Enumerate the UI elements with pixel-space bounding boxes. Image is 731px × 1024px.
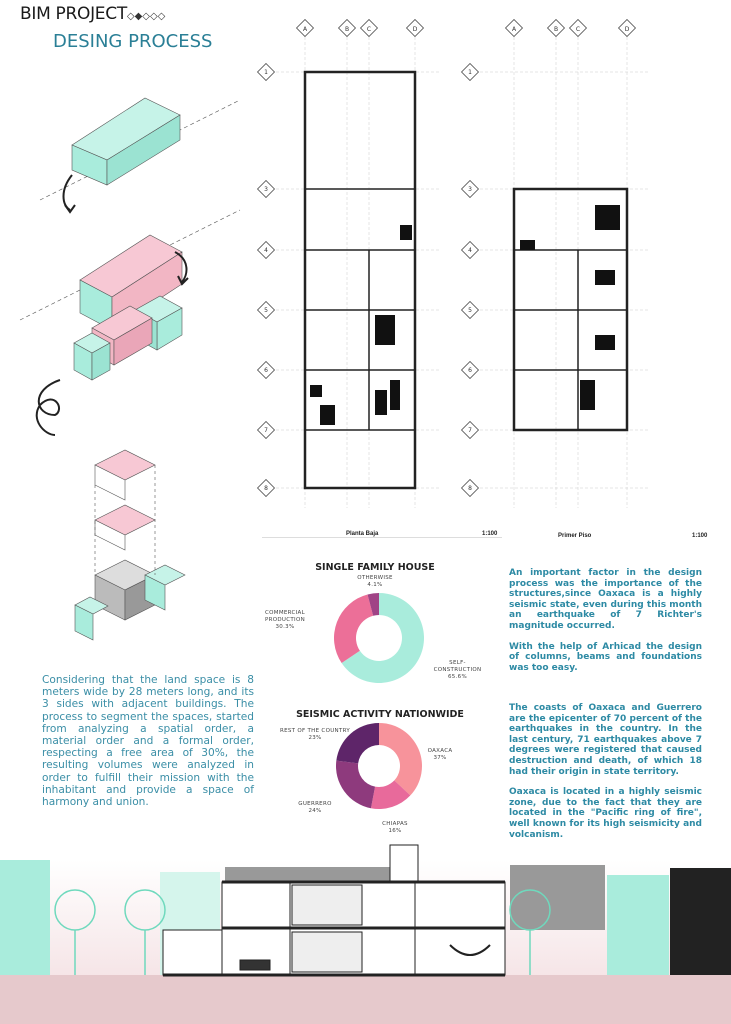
furniture — [580, 380, 595, 410]
paragraph: With the help of Arhicad the design of c… — [509, 641, 702, 673]
charts — [334, 593, 424, 809]
grid-label: A — [303, 26, 308, 33]
step-markers: ◇◆◇◇◇ — [126, 11, 166, 22]
grid-label: B — [554, 26, 558, 33]
grid-bubble — [461, 361, 479, 379]
chart-1-slice-self-construction — [341, 593, 424, 683]
chart-2-slice-oaxaca — [379, 723, 422, 796]
chart-1-title: SINGLE FAMILY HOUSE — [315, 562, 435, 573]
massing-diagram — [19, 97, 241, 641]
arrow-icons — [35, 174, 189, 436]
project-title: BIM PROJECT◇◆◇◇◇ — [20, 4, 165, 24]
furniture — [390, 380, 400, 410]
grid-bubble — [547, 19, 565, 37]
plan-2-name: Primer Piso — [558, 533, 592, 539]
grid-bubble — [461, 241, 479, 259]
grid-bubble — [461, 421, 479, 439]
grid-bubble — [257, 479, 275, 497]
chart-1-slice-otherwise — [367, 593, 379, 616]
grid-label: D — [413, 26, 418, 33]
grid-bubble — [461, 63, 479, 81]
grid-bubble — [360, 19, 378, 37]
plan-1-name: Planta Baja — [346, 531, 379, 537]
furniture — [520, 240, 535, 250]
paragraph: Oaxaca is located in a highly seismic zo… — [509, 787, 702, 840]
grid-label: 8 — [468, 485, 472, 492]
grid-label: 4 — [468, 247, 472, 254]
paragraph: An important factor in the design proces… — [509, 568, 702, 631]
furniture — [595, 335, 615, 350]
grid-label: 3 — [468, 186, 472, 193]
furniture — [595, 205, 620, 230]
grid-label: 5 — [468, 307, 472, 314]
grid-label: 4 — [264, 247, 268, 254]
tree-icons — [54, 889, 551, 975]
grid-label: C — [576, 26, 580, 33]
plan-1-scale: 1:100 — [482, 531, 498, 537]
plan-2-scale: 1:100 — [692, 533, 708, 539]
adjacent-building — [0, 860, 50, 975]
furniture — [595, 270, 615, 285]
plan-2: A B C D 1 3 4 5 6 7 8 — [461, 19, 650, 508]
grid-bubble — [257, 361, 275, 379]
grid-bubble — [461, 301, 479, 319]
project-name: BIM PROJECT — [20, 4, 127, 24]
grid-label: 1 — [468, 69, 472, 76]
design-description: Considering that the land space is 8 met… — [42, 674, 254, 809]
grid-bubble — [257, 241, 275, 259]
chart-1-slice-commercial-production — [334, 594, 374, 664]
grid-label: 7 — [468, 427, 472, 434]
grid-bubble — [257, 421, 275, 439]
grid-bubble — [406, 19, 424, 37]
plan-outline — [303, 70, 417, 490]
grid-label: 5 — [264, 307, 268, 314]
furniture — [400, 225, 412, 240]
grid-label: 3 — [264, 186, 268, 193]
grid-bubble — [461, 479, 479, 497]
building-section — [0, 844, 731, 1024]
grid-label: 8 — [264, 485, 268, 492]
grid-label: D — [625, 26, 630, 33]
furniture — [310, 385, 322, 397]
grid-bubble — [338, 19, 356, 37]
structure-notes: An important factor in the design proces… — [509, 568, 702, 673]
grid-bubble — [461, 180, 479, 198]
grid-label: B — [345, 26, 349, 33]
plan-divider — [262, 537, 502, 538]
chart-2-slice-chiapas — [370, 780, 411, 809]
floor-plans: A B C D 1 3 4 5 6 7 8 A B C D 1 3 4 5 6 7 8 — [257, 19, 650, 508]
ground — [0, 975, 731, 1024]
page-title: DESING PROCESS — [53, 31, 213, 52]
seismic-notes: The coasts of Oaxaca and Guerrero are th… — [509, 703, 702, 840]
grid-label: 6 — [468, 367, 472, 374]
chart-2-title: SEISMIC ACTIVITY NATIONWIDE — [296, 709, 464, 720]
furniture — [320, 405, 335, 425]
grid-label: A — [512, 26, 517, 33]
plan-1: A B C D 1 3 4 5 6 7 8 — [257, 19, 440, 508]
chart-2-slice-guerrero — [336, 760, 376, 809]
furniture — [375, 390, 387, 415]
grid-bubble — [257, 180, 275, 198]
grid-label: 7 — [264, 427, 268, 434]
grid-label: C — [367, 26, 371, 33]
grid-bubble — [618, 19, 636, 37]
paragraph: The coasts of Oaxaca and Guerrero are th… — [509, 703, 702, 777]
furniture — [375, 315, 395, 345]
grid-bubble — [505, 19, 523, 37]
grid-bubble — [257, 63, 275, 81]
grid-bubble — [569, 19, 587, 37]
chart-2-slice-rest-of-the-country — [336, 723, 379, 764]
grid-label: 1 — [264, 69, 268, 76]
grid-bubble — [257, 301, 275, 319]
grid-bubble — [296, 19, 314, 37]
grid-label: 6 — [264, 367, 268, 374]
